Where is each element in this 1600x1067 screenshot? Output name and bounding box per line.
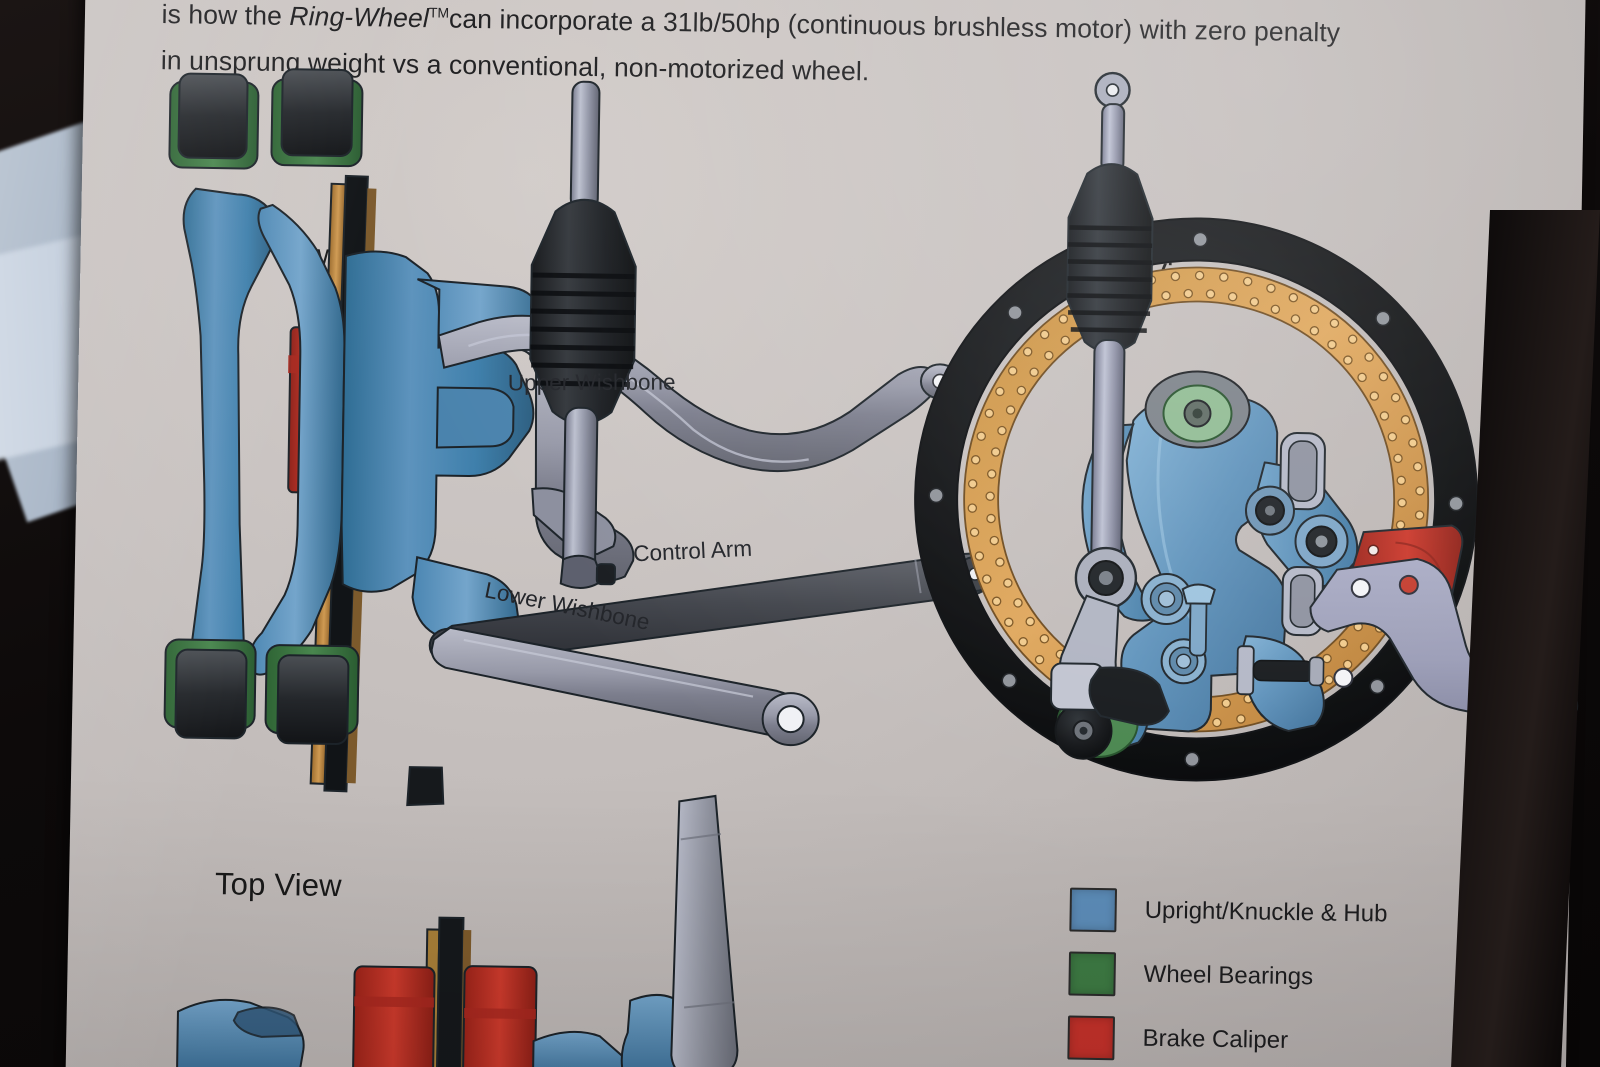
trademark-symbol: TM xyxy=(428,4,450,21)
top-view-diagram xyxy=(175,766,739,1067)
front-lower-wishbone xyxy=(430,626,820,747)
front-wheel-bearings xyxy=(163,68,364,745)
front-shock-absorber xyxy=(529,80,637,589)
ring-wheel-rim-fasteners xyxy=(928,231,1464,768)
side-shock-absorber xyxy=(1049,71,1170,726)
front-view-diagram xyxy=(163,68,994,793)
poster-board: is how the Ring-WheelTMcan incorporate a… xyxy=(64,0,1586,1067)
legend-label-upright-knuckle-hub: Upright/Knuckle & Hub xyxy=(1144,896,1388,928)
product-name-ring-wheel: Ring-Wheel xyxy=(289,0,430,34)
legend-label-brake-caliper: Brake Caliper xyxy=(1142,1024,1289,1054)
front-upright-knuckle xyxy=(182,187,544,690)
legend-item: Brake Caliper xyxy=(1067,1014,1386,1067)
legend-swatch-wheel-bearings xyxy=(1068,951,1117,997)
top-suspension-arm xyxy=(670,794,739,1067)
legend: Upright/Knuckle & Hub Wheel Bearings Bra… xyxy=(1067,886,1388,1067)
body-text-line1-tail: can incorporate a 31lb/50hp (continuous … xyxy=(448,3,1341,48)
side-toe-link-boss xyxy=(1181,583,1216,657)
side-roller-bearings xyxy=(1140,432,1349,696)
ring-wheel-tire xyxy=(914,217,1479,782)
legend-swatch-brake-caliper xyxy=(1067,1015,1116,1061)
legend-item: Upright/Knuckle & Hub xyxy=(1069,886,1388,939)
body-text-lead: is how the xyxy=(161,0,290,31)
callout-upper-wishbone: Upper Wishbone xyxy=(507,369,676,396)
side-view-diagram xyxy=(914,71,1579,782)
top-brake-caliper xyxy=(352,965,538,1067)
legend-label-wheel-bearings: Wheel Bearings xyxy=(1143,960,1314,991)
legend-swatch-upright-knuckle-hub xyxy=(1069,887,1118,933)
legend-item: Wheel Bearings xyxy=(1068,950,1387,1003)
